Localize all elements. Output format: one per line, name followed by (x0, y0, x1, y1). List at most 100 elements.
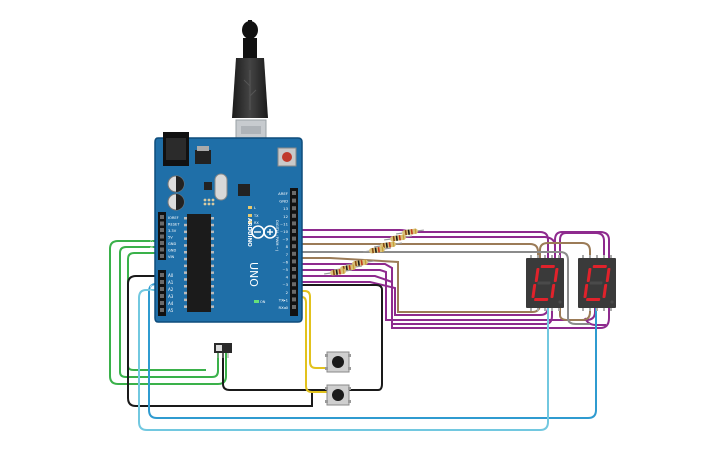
header-pin[interactable] (160, 273, 164, 277)
on-led (254, 300, 259, 303)
header-pin[interactable] (160, 287, 164, 291)
power-pin-label: 5V (168, 236, 173, 240)
display-pin[interactable] (582, 255, 584, 258)
slide-switch-icon[interactable] (214, 343, 232, 358)
digital-header-label: DIGITAL (PWM ~) (275, 220, 279, 252)
header-pin[interactable] (292, 267, 296, 271)
chip-pin (184, 291, 187, 295)
header-pin[interactable] (292, 198, 296, 203)
chip-pin (184, 217, 187, 220)
push-button-icon[interactable] (325, 384, 351, 406)
display-pin[interactable] (551, 255, 553, 258)
header-pin[interactable] (160, 228, 164, 232)
digital-pin-label: ~3 (282, 282, 288, 287)
analog-pin-label: A5 (168, 308, 174, 313)
header-pin[interactable] (292, 229, 296, 233)
header-pin[interactable] (292, 297, 296, 302)
display-pin[interactable] (530, 255, 532, 258)
display-pin[interactable] (603, 308, 605, 311)
header-pin[interactable] (160, 234, 164, 239)
header-pin[interactable] (292, 191, 296, 195)
arduino-board[interactable]: L TX RX ARDUINO UNO ON IOREFRESET3.3V5VG… (149, 132, 303, 323)
chip-pin (211, 291, 214, 295)
atmega-chip (187, 214, 211, 312)
chip-pin (184, 244, 187, 247)
chip-pin (211, 305, 214, 308)
wire-blue-group[interactable] (148, 283, 597, 419)
segment-b (553, 268, 559, 282)
wire-yellow-group[interactable] (297, 290, 330, 393)
power-pin-label: GND (168, 242, 176, 246)
decimal-point (558, 300, 562, 304)
led-label-rx: RX (254, 221, 259, 225)
segment-d (586, 298, 601, 301)
display-pin[interactable] (589, 308, 591, 311)
wire-gray-group[interactable] (297, 251, 590, 325)
analog-pin-label: A4 (168, 301, 174, 306)
analog-pin-label: A1 (168, 280, 174, 285)
header-pin[interactable] (292, 221, 296, 226)
display-pin[interactable] (610, 308, 612, 311)
header-pin[interactable] (160, 301, 164, 305)
header-pin[interactable] (292, 259, 296, 264)
header-pin[interactable] (292, 289, 296, 294)
analog-header[interactable] (158, 270, 166, 316)
chip-pin (211, 264, 214, 268)
wire-lightblue-group[interactable] (138, 289, 549, 431)
crystal (214, 173, 228, 201)
chip-pin (184, 230, 187, 234)
header-pin[interactable] (292, 251, 296, 256)
display-pin[interactable] (558, 255, 560, 258)
display-pin[interactable] (582, 308, 584, 311)
header-pin[interactable] (160, 215, 164, 219)
chip-pin (184, 271, 187, 274)
segment-d (534, 298, 549, 301)
header-pin[interactable] (160, 294, 164, 298)
header-pin[interactable] (292, 206, 296, 211)
display-pin[interactable] (596, 255, 598, 258)
header-pin[interactable] (292, 305, 296, 309)
power-pin-label: 3.3V (168, 229, 177, 233)
segment-e (531, 284, 537, 298)
segment-a (592, 265, 607, 268)
display-pin[interactable] (537, 308, 539, 311)
digital-pin-label: 8 (286, 244, 289, 249)
chip-pin (184, 251, 187, 254)
header-pin[interactable] (160, 254, 164, 258)
display-pin[interactable] (530, 308, 532, 311)
board-model-label: UNO (247, 262, 260, 287)
header-pin[interactable] (160, 247, 164, 252)
header-pin[interactable] (292, 282, 296, 287)
header-pin[interactable] (160, 308, 164, 312)
display-pin[interactable] (610, 255, 612, 258)
seven-segment-display[interactable] (526, 255, 564, 311)
display-pin[interactable] (551, 308, 553, 311)
analog-pin-label: A2 (168, 287, 174, 292)
display-pin[interactable] (544, 255, 546, 258)
display-pin[interactable] (603, 255, 605, 258)
digital-pin-label: ~11 (280, 221, 289, 226)
seven-segment-display[interactable] (578, 255, 616, 311)
wire-black-group[interactable] (127, 275, 383, 407)
header-pin[interactable] (160, 280, 164, 284)
display-pin[interactable] (596, 308, 598, 311)
header-pin[interactable] (160, 241, 164, 245)
header-pin[interactable] (292, 236, 296, 241)
header-pin[interactable] (292, 244, 296, 249)
reset-button-icon[interactable] (277, 147, 297, 167)
display-pin[interactable] (544, 308, 546, 311)
header-pin[interactable] (292, 274, 296, 279)
chip-pin (184, 223, 187, 227)
display-pin[interactable] (589, 255, 591, 258)
display-pin[interactable] (537, 255, 539, 258)
voltage-regulator (195, 150, 211, 164)
digital-pin-label: RX◂0 (278, 305, 288, 310)
display-pin[interactable] (558, 308, 560, 311)
header-pin[interactable] (292, 213, 296, 218)
push-button-icon[interactable] (325, 351, 351, 373)
header-pin[interactable] (160, 221, 164, 226)
analog-header-label: ANALOG IN (149, 282, 153, 302)
arduino-logo (251, 225, 277, 239)
